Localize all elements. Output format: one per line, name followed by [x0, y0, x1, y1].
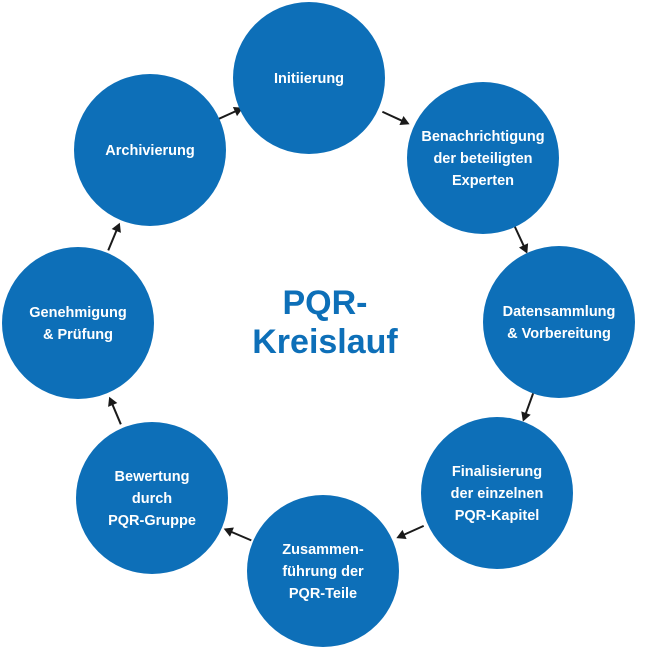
step-label-line: Bewertung	[115, 469, 190, 485]
arrow-head	[519, 243, 529, 254]
step-label-line: & Prüfung	[43, 327, 113, 343]
step-circle	[483, 246, 635, 398]
step-label-line: Datensammlung	[503, 304, 616, 320]
center-title-line: Kreislauf	[252, 323, 398, 361]
cycle-arrow-4	[396, 524, 425, 539]
step-label-line: der einzelnen	[451, 486, 544, 502]
step-label-line: Finalisierung	[452, 464, 542, 480]
step-label-line: führung der	[282, 564, 364, 580]
arrow-shaft	[403, 524, 425, 536]
step-circle	[76, 422, 228, 574]
arrow-head	[521, 411, 531, 422]
step-circle	[421, 417, 573, 569]
cycle-arrow-6	[108, 396, 122, 425]
cycle-step-7: Genehmigung & Prüfung	[2, 247, 154, 399]
step-label-line: durch	[132, 491, 172, 507]
cycle-arrow-8	[215, 107, 244, 122]
arrow-head	[108, 396, 118, 407]
arrow-head	[399, 116, 410, 125]
step-circle	[2, 247, 154, 399]
step-label-line: PQR-Gruppe	[108, 513, 196, 529]
step-label-line: der beteiligten	[433, 151, 532, 167]
arrow-head	[111, 222, 121, 233]
center-title-line: PQR-	[283, 284, 368, 322]
step-label-line: PQR-Kapitel	[455, 508, 540, 524]
step-label-line: Archivierung	[105, 143, 194, 159]
step-label-line: Initiierung	[274, 71, 344, 87]
step-circle	[247, 495, 399, 647]
step-circle	[74, 74, 226, 226]
step-label-line: & Vorbereitung	[507, 326, 611, 342]
step-circle	[233, 2, 385, 154]
step-label-line: Benachrichtigung	[421, 129, 544, 145]
arrow-shaft	[111, 403, 122, 425]
arrow-head	[223, 527, 234, 537]
arrow-shaft	[513, 225, 525, 247]
arrow-shaft	[230, 530, 252, 542]
cycle-arrow-1	[381, 110, 410, 125]
cycle-arrow-3	[521, 393, 535, 422]
arrow-shaft	[107, 229, 118, 251]
arrow-head	[396, 529, 407, 539]
arrow-shaft	[524, 393, 535, 415]
cycle-arrow-2	[513, 225, 529, 254]
arrows-layer	[107, 107, 535, 542]
cycle-step-1: Initiierung	[233, 2, 385, 154]
step-label-line: Genehmigung	[29, 305, 126, 321]
arrow-shaft	[381, 110, 403, 122]
step-label-line: PQR-Teile	[289, 586, 357, 602]
step-circle	[407, 82, 559, 234]
center-title: PQR-Kreislauf	[252, 284, 398, 361]
cycle-arrow-7	[107, 222, 121, 251]
cycle-step-8: Archivierung	[74, 74, 226, 226]
cycle-arrow-5	[223, 527, 252, 542]
cycle-step-3: Datensammlung & Vorbereitung	[483, 246, 635, 398]
step-label-line: Experten	[452, 173, 514, 189]
step-label-line: Zusammen-	[282, 542, 364, 558]
